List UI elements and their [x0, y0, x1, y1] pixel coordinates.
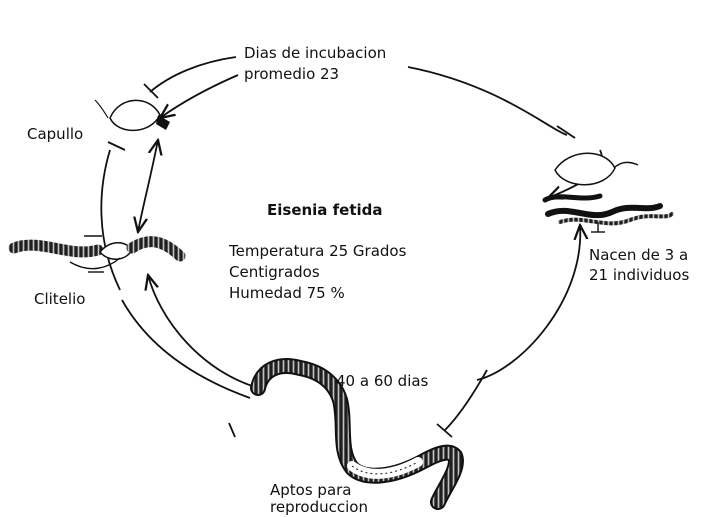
bar-bottom-left: [228, 422, 236, 438]
arc-left-outer: [100, 149, 121, 291]
mating-worms-left: [8, 235, 186, 273]
arc-left-inner: [148, 275, 259, 389]
arc-bottom-right: [444, 369, 488, 431]
arc-bottom-left: [121, 299, 251, 399]
label-capullo: Capullo: [27, 125, 84, 143]
diagram-title: Eisenia fetida: [267, 201, 383, 219]
label-incubation-line1: Dias de incubacion: [244, 44, 387, 62]
arc-right-up: [476, 225, 580, 381]
label-aptos-line2: reproduccion: [270, 498, 368, 516]
condition-temperature: Temperatura 25 Grados: [229, 242, 407, 260]
label-incubation-line2: promedio 23: [244, 65, 340, 83]
adult-worm-bottom: [250, 358, 464, 510]
condition-temperature-unit: Centigrados: [229, 263, 320, 281]
cocoon-top-left: [94, 99, 170, 132]
condition-humidity: Humedad 75 %: [229, 284, 345, 302]
arc-top-right: [407, 66, 568, 136]
label-nacen-line1: Nacen de 3 a: [589, 246, 689, 264]
label-aptos-line1: Aptos para: [270, 481, 352, 499]
bar-capullo: [107, 141, 126, 151]
bar-bottom-right: [436, 423, 453, 438]
arc-incubation: [160, 74, 239, 118]
arc-top-left: [149, 56, 237, 93]
label-clitelio: Clitelio: [34, 290, 86, 308]
bar-top-left: [143, 83, 159, 99]
arc-capullo-clitelio: [138, 140, 158, 232]
bar-top-right: [556, 125, 576, 139]
label-maduracion: 40 a 60 dias: [336, 372, 429, 390]
hatchlings-right: [542, 152, 674, 233]
label-nacen-line2: 21 individuos: [589, 266, 690, 284]
